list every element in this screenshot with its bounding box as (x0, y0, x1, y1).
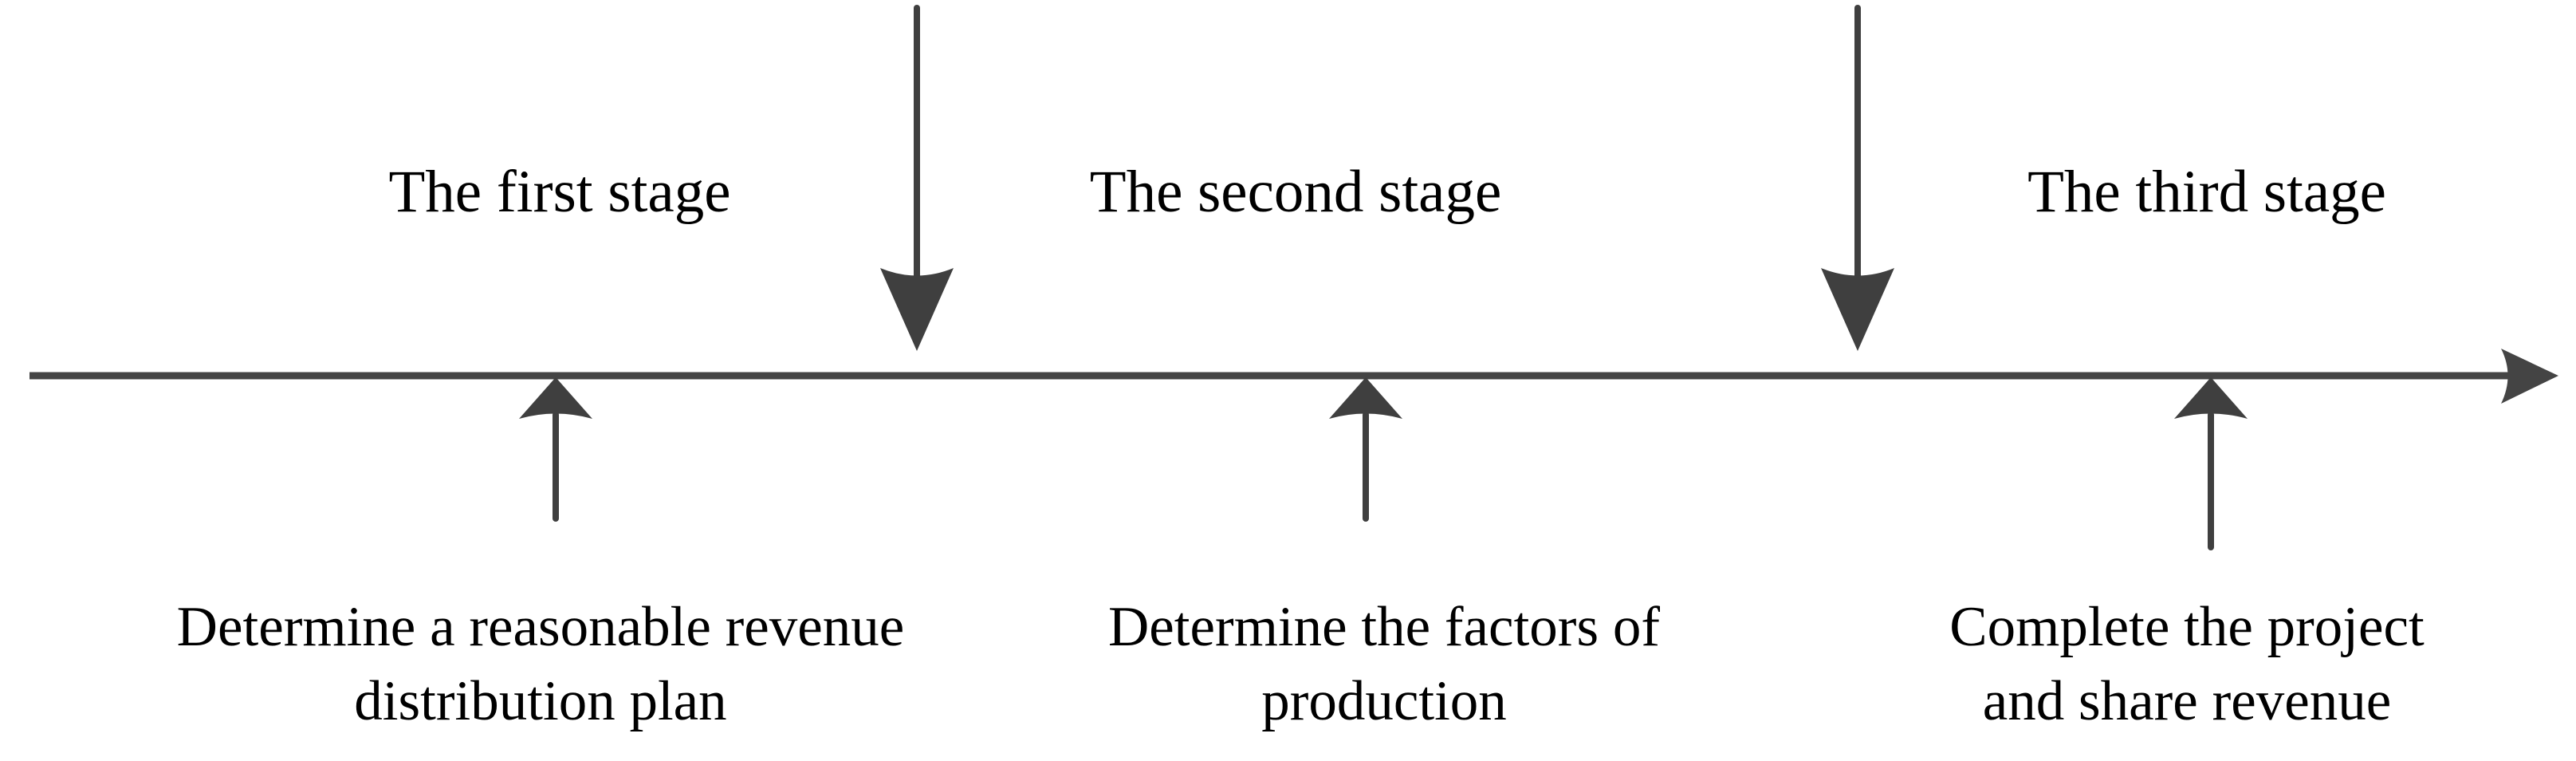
stage-3-up-arrow-head-icon (2174, 377, 2248, 419)
stage-3-label: The third stage (2027, 159, 2386, 225)
divider-down-arrow-2-head-icon (1821, 268, 1894, 351)
stage-3-caption-line-1: Complete the project (1949, 596, 2425, 658)
stage-1-caption-line-1: Determine a reasonable revenue (176, 596, 905, 658)
stage-2-caption-line-2: production (1261, 670, 1507, 732)
divider-down-arrow-1-head-icon (880, 268, 954, 351)
main-timeline-axis (29, 349, 2558, 404)
stage-2-up-arrow-head-icon (1329, 377, 1402, 419)
timeline-axis-arrowhead-icon (2501, 349, 2558, 404)
stage-1-up-arrow (519, 377, 592, 522)
stage-1-caption: Determine a reasonable revenue distribut… (177, 590, 905, 739)
divider-down-arrow-1 (880, 5, 954, 351)
stage-2-caption: Determine the factors of production (1108, 590, 1660, 739)
stage-2-label: The second stage (1089, 159, 1502, 225)
divider-down-arrow-2 (1821, 5, 1894, 351)
stage-1-caption-line-2: distribution plan (354, 670, 727, 732)
stage-1-up-arrow-head-icon (519, 377, 592, 419)
stage-2-up-arrow (1329, 377, 1402, 522)
stage-3-caption-line-2: and share revenue (1982, 670, 2392, 732)
stage-1-label: The first stage (388, 159, 731, 225)
stage-3-caption: Complete the project and share revenue (1949, 590, 2424, 739)
stage-3-up-arrow (2174, 377, 2248, 550)
stage-2-caption-line-1: Determine the factors of (1108, 596, 1660, 658)
